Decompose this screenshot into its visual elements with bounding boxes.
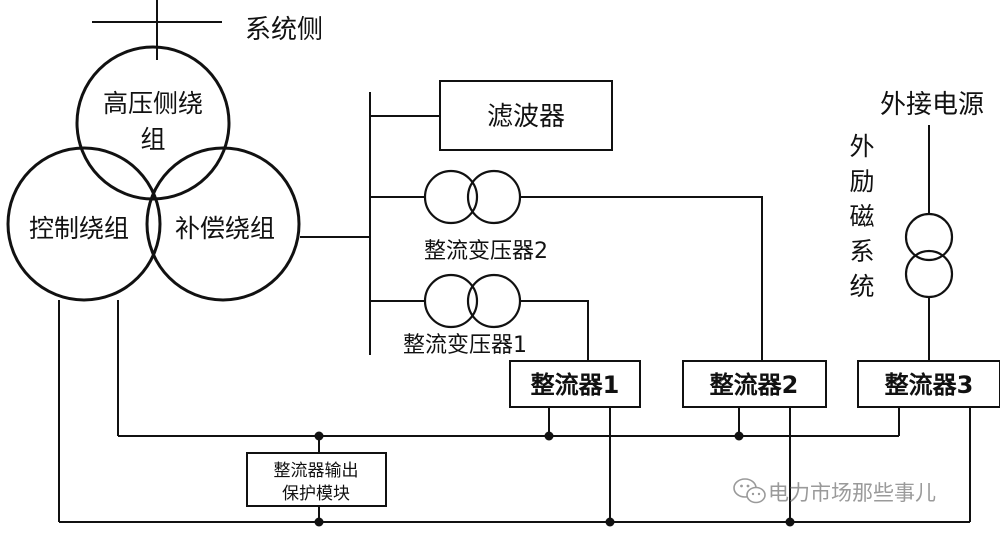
rectifier-2-label: 整流器2 (710, 371, 799, 399)
external-power-branch: 外接电源 外 励 磁 系 统 (849, 90, 984, 361)
excitation-char-4: 系 (849, 237, 874, 266)
excitation-system-label: 外 励 磁 系 统 (849, 132, 874, 301)
junction-dot (734, 431, 744, 441)
protection-label-line2: 保护模块 (282, 484, 350, 504)
compensation-winding-label: 补偿绕组 (175, 214, 275, 243)
rect-transformer-1: 整流变压器1 (403, 273, 527, 358)
compensation-winding-circle (145, 146, 301, 302)
watermark-text: 电力市场那些事儿 (768, 481, 936, 505)
rectifier-1-label: 整流器1 (531, 371, 620, 399)
control-winding-circle (6, 146, 162, 302)
hv-winding-label-line2: 组 (140, 125, 165, 154)
hv-winding-circle (75, 45, 231, 201)
watermark: 电力市场那些事儿 (733, 478, 936, 505)
hv-winding-label-line1: 高压侧绕 (103, 89, 203, 118)
junction-dot (314, 431, 324, 441)
control-winding-label: 控制绕组 (29, 214, 129, 243)
control-wiring (58, 300, 971, 527)
filter-label: 滤波器 (487, 102, 565, 132)
wechat-icon (733, 478, 766, 504)
rectifier-2: 整流器2 (682, 360, 827, 408)
junction-dot (544, 431, 554, 441)
junction-dot (314, 517, 324, 527)
transformer-windings: 高压侧绕 组 控制绕组 补偿绕组 (6, 45, 301, 302)
rectifier-3: 整流器3 (857, 360, 1000, 408)
excitation-char-3: 磁 (849, 202, 874, 231)
system-side-terminal: 系统侧 (92, 0, 323, 60)
excitation-char-2: 励 (849, 167, 874, 196)
rect-transformer-2-label: 整流变压器2 (424, 239, 548, 264)
protection-module: 整流器输出 保护模块 (246, 452, 387, 507)
excitation-char-1: 外 (849, 132, 874, 161)
junction-dot (785, 517, 795, 527)
rect-transformer-1-label: 整流变压器1 (403, 333, 527, 358)
rectifier-3-label: 整流器3 (885, 371, 974, 399)
rectifier-1: 整流器1 (509, 360, 641, 408)
rect-transformer-2: 整流变压器2 (423, 169, 548, 264)
external-power-label: 外接电源 (880, 90, 984, 120)
transformer-outputs (520, 196, 763, 361)
protection-label-line1: 整流器输出 (274, 461, 359, 481)
junction-dot (605, 517, 615, 527)
system-side-label: 系统侧 (245, 15, 323, 45)
filter-block: 滤波器 (439, 80, 613, 151)
bus-wiring (300, 92, 440, 355)
excitation-char-5: 统 (849, 272, 874, 301)
